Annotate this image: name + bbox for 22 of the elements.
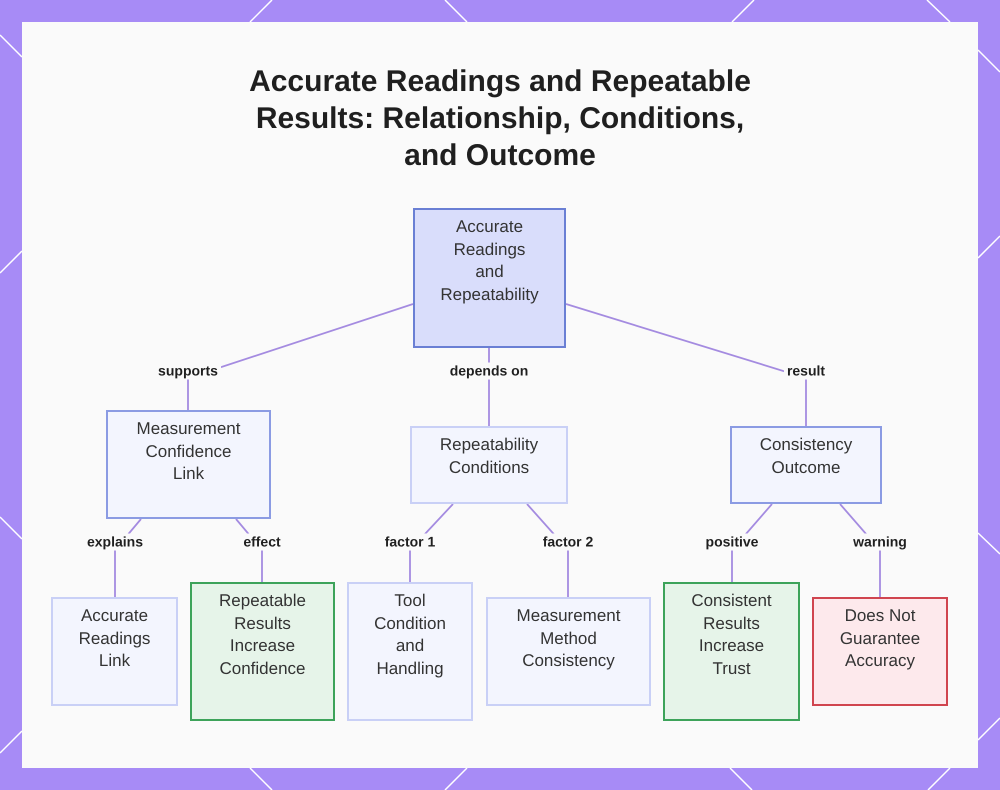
node-text: Measurement Method Consistency bbox=[516, 605, 622, 672]
node-text: Measurement Confidence Link bbox=[136, 418, 242, 485]
root-box bbox=[413, 208, 566, 348]
positive-box bbox=[190, 582, 335, 721]
process-box bbox=[51, 597, 178, 706]
node-text: Does Not Guarantee Accuracy bbox=[838, 605, 922, 672]
node-text: Consistent Results Increase Trust bbox=[690, 590, 773, 680]
process-box bbox=[410, 426, 568, 504]
node-text: Accurate Readings Link bbox=[78, 605, 152, 672]
process-box bbox=[106, 410, 271, 519]
connector-line bbox=[566, 303, 807, 426]
diagram-title: Accurate Readings and Repeatable Results: Relationship, Conditions, and Outcome bbox=[248, 64, 752, 174]
node-text: Tool Condition and Handling bbox=[373, 590, 447, 680]
node-text: Consistency Outcome bbox=[758, 434, 854, 478]
node-text: Accurate Readings and Repeatability bbox=[439, 216, 540, 306]
node-text: Repeatable Results Increase Confidence bbox=[218, 590, 307, 680]
warning-box bbox=[812, 597, 948, 706]
process-box bbox=[486, 597, 651, 706]
positive-box bbox=[663, 582, 800, 721]
process-box bbox=[730, 426, 882, 504]
node-text: Repeatability Conditions bbox=[438, 434, 540, 478]
process-box bbox=[347, 582, 473, 721]
